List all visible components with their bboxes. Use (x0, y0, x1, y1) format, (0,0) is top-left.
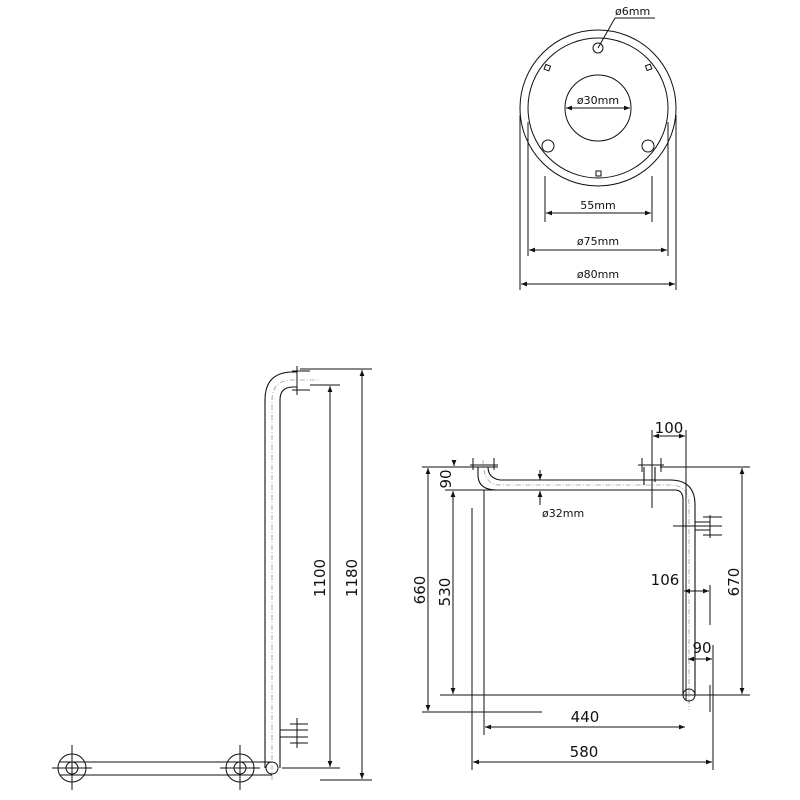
notch-left (543, 63, 552, 72)
rosette-outer-circle (519, 29, 677, 187)
screw-hole-right (641, 139, 655, 153)
dim-90-end: 90 (692, 639, 711, 657)
tube-diameter-label: ø32mm (542, 507, 584, 520)
dim-100: 100 (655, 419, 684, 437)
dim-1100: 1100 (311, 559, 329, 597)
rosette-inner-circle (527, 37, 669, 179)
dim-580: 580 (570, 743, 599, 761)
dim-530: 530 (436, 578, 454, 607)
vertical-tube-outer (264, 371, 297, 768)
hole-leader-line (597, 17, 655, 49)
dim-660: 660 (411, 576, 429, 605)
hole-label: ø6mm (615, 5, 650, 18)
dim-90-drop: 90 (437, 469, 455, 488)
dim-440: 440 (571, 708, 600, 726)
grab-bar-outer (477, 467, 684, 695)
rosette-view: ø6mm ø30mm 55mm ø75mm ø80mm (519, 5, 677, 290)
notch-bottom (595, 170, 602, 177)
outer-diameter-label: ø80mm (577, 268, 619, 281)
front-view: 100 90 ø32mm 660 530 106 90 670 440 580 (411, 419, 750, 770)
screw-hole-top (592, 42, 604, 54)
inner-diameter-label: ø75mm (577, 235, 619, 248)
dim-106: 106 (651, 571, 680, 589)
screw-hole-left (541, 139, 555, 153)
notch-right (644, 63, 653, 72)
rosette-center-hole (564, 74, 632, 142)
hole-spacing-label: 55mm (580, 199, 615, 212)
floor-rosette-left (52, 745, 92, 790)
side-view: 1100 1180 (52, 366, 372, 790)
floor-rosette-right (220, 745, 260, 790)
dim-670: 670 (725, 568, 743, 597)
dim-1180: 1180 (343, 559, 361, 597)
center-hole-label: ø30mm (577, 94, 619, 107)
